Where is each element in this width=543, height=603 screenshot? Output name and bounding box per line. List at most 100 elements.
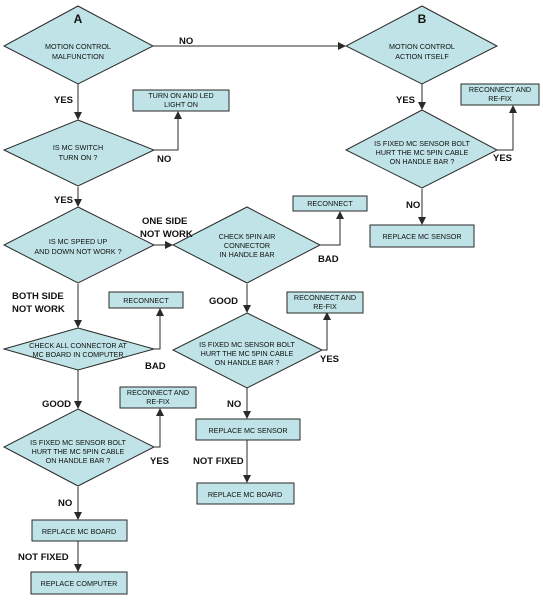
node-text: RE-FIX bbox=[146, 397, 170, 406]
decision-diamond bbox=[2, 327, 156, 371]
node-left-refix: RECONNECT AND RE-FIX bbox=[119, 386, 197, 409]
node-text: HURT THE MC 5PIN CABLE bbox=[32, 447, 125, 456]
node-text: LIGHT ON bbox=[164, 100, 198, 109]
edge-bbolt-to-refix bbox=[495, 105, 517, 151]
node-text: TURN ON ? bbox=[59, 153, 98, 162]
node-b-refix: RECONNECT AND RE-FIX bbox=[460, 83, 540, 106]
action-box bbox=[119, 386, 197, 409]
decision-diamond bbox=[344, 109, 499, 189]
node-text: REPLACE COMPUTER bbox=[41, 579, 118, 588]
node-switch-decision: IS MC SWITCH TURN ON ? bbox=[2, 119, 156, 187]
action-box bbox=[132, 89, 230, 112]
node-text: ACTION ITSELF bbox=[395, 52, 449, 61]
node-left-replace-computer: REPLACE COMPUTER bbox=[30, 571, 128, 595]
node-text: HURT THE MC 5PIN CABLE bbox=[201, 349, 294, 358]
edge-label: BOTH SIDE bbox=[12, 291, 64, 302]
edge-label: NO bbox=[58, 498, 72, 509]
node-text: REPLACE MC SENSOR bbox=[382, 232, 461, 241]
edge-label: ONE SIDE bbox=[142, 216, 187, 227]
edge-leftbolt-to-refix bbox=[154, 408, 164, 448]
edge-midbolt-to-refix bbox=[322, 312, 331, 351]
node-text: IS MC SWITCH bbox=[53, 143, 103, 152]
edge-label: NOT WORK bbox=[12, 304, 65, 315]
edge-label: YES bbox=[54, 95, 73, 106]
edge-label: GOOD bbox=[209, 296, 238, 307]
edge-label: BAD bbox=[145, 361, 166, 372]
node-text: RECONNECT AND bbox=[469, 85, 531, 94]
node-text: HURT THE MC 5PIN CABLE bbox=[376, 148, 469, 157]
node-b-replace-sensor: REPLACE MC SENSOR bbox=[369, 224, 475, 248]
edge-label: YES bbox=[54, 195, 73, 206]
node-speed-decision: IS MC SPEED UP AND DOWN NOT WORK ? bbox=[2, 206, 156, 284]
decision-diamond bbox=[344, 5, 499, 85]
node-text: CHECK 5PIN AIR bbox=[219, 232, 276, 241]
node-a-start: A MOTION CONTROL MALFUNCTION bbox=[2, 5, 155, 85]
node-text: RECONNECT AND bbox=[127, 388, 189, 397]
action-box bbox=[292, 195, 368, 212]
node-text: RE-FIX bbox=[313, 302, 337, 311]
node-text: REPLACE MC SENSOR bbox=[208, 426, 287, 435]
node-mid-replace-sensor: REPLACE MC SENSOR bbox=[195, 418, 301, 441]
edge-label: NO bbox=[227, 399, 241, 410]
decision-diamond bbox=[2, 408, 156, 487]
action-box bbox=[195, 418, 301, 441]
connectors bbox=[74, 42, 517, 572]
edge-label: NOT FIXED bbox=[18, 552, 69, 563]
edge-label: NOT FIXED bbox=[193, 456, 244, 467]
node-text: RECONNECT AND bbox=[294, 293, 356, 302]
node-text: AND DOWN NOT WORK ? bbox=[34, 247, 121, 256]
node-reconnect-top: RECONNECT bbox=[292, 195, 368, 212]
node-text: TURN ON AND LED bbox=[148, 91, 214, 100]
node-text: IS FIXED MC SENSOR BOLT bbox=[374, 139, 470, 148]
edge-label: YES bbox=[320, 354, 339, 365]
node-text: ON HANDLE BAR ? bbox=[390, 157, 455, 166]
edge-air-to-reconnect bbox=[320, 211, 344, 246]
action-box bbox=[286, 291, 364, 314]
edge-label: NO bbox=[406, 200, 420, 211]
node-mid-replace-board: REPLACE MC BOARD bbox=[196, 482, 295, 505]
node-left-replace-board: REPLACE MC BOARD bbox=[31, 519, 128, 542]
decision-diamond bbox=[2, 5, 155, 85]
node-b-start: B MOTION CONTROL ACTION ITSELF bbox=[344, 5, 499, 85]
edge-checkall-to-reconnect bbox=[154, 308, 164, 350]
node-text: CHECK ALL CONNECTOR AT bbox=[29, 341, 127, 350]
node-text: IS FIXED MC SENSOR BOLT bbox=[30, 438, 126, 447]
edge-labels: NO YES NO YES YES YES NO ONE SIDE NOT WO… bbox=[12, 36, 512, 563]
edge-label: NOT WORK bbox=[140, 229, 193, 240]
node-text: MOTION CONTROL bbox=[45, 42, 111, 51]
node-id: A bbox=[74, 12, 83, 26]
action-box bbox=[108, 291, 184, 309]
node-text: RE-FIX bbox=[488, 94, 512, 103]
node-text: REPLACE MC BOARD bbox=[42, 527, 116, 536]
node-text: MOTION CONTROL bbox=[389, 42, 455, 51]
node-id: B bbox=[418, 12, 427, 26]
action-box bbox=[196, 482, 295, 505]
node-text: REPLACE MC BOARD bbox=[208, 490, 282, 499]
node-mid-refix: RECONNECT AND RE-FIX bbox=[286, 291, 364, 314]
node-text: ON HANDLE BAR ? bbox=[215, 358, 280, 367]
edge-label: NO bbox=[179, 36, 193, 47]
decision-diamond bbox=[171, 312, 324, 389]
node-text: MALFUNCTION bbox=[52, 52, 104, 61]
edge-label: BAD bbox=[318, 254, 339, 265]
node-text: RECONNECT bbox=[307, 199, 353, 208]
node-text: CONNECTOR bbox=[224, 241, 270, 250]
node-mid-bolt-decision: IS FIXED MC SENSOR BOLT HURT THE MC 5PIN… bbox=[171, 312, 324, 389]
decision-diamond bbox=[2, 119, 156, 187]
action-box bbox=[31, 519, 128, 542]
node-reconnect-left: RECONNECT bbox=[108, 291, 184, 309]
decision-diamond bbox=[171, 206, 322, 284]
node-text: ON HANDLE BAR ? bbox=[46, 456, 111, 465]
action-box bbox=[369, 224, 475, 248]
node-text: IN HANDLE BAR bbox=[219, 250, 274, 259]
node-check-all-decision: CHECK ALL CONNECTOR AT MC BOARD IN COMPU… bbox=[2, 327, 156, 371]
node-air-decision: CHECK 5PIN AIR CONNECTOR IN HANDLE BAR bbox=[171, 206, 322, 284]
edge-label: YES bbox=[150, 456, 169, 467]
action-box bbox=[460, 83, 540, 106]
edge-switch-to-led bbox=[154, 111, 182, 151]
edge-label: YES bbox=[493, 153, 512, 164]
edge-label: YES bbox=[396, 95, 415, 106]
node-text: MC BOARD IN COMPUTER bbox=[32, 350, 123, 359]
node-b-bolt-decision: IS FIXED MC SENSOR BOLT HURT THE MC 5PIN… bbox=[344, 109, 499, 189]
